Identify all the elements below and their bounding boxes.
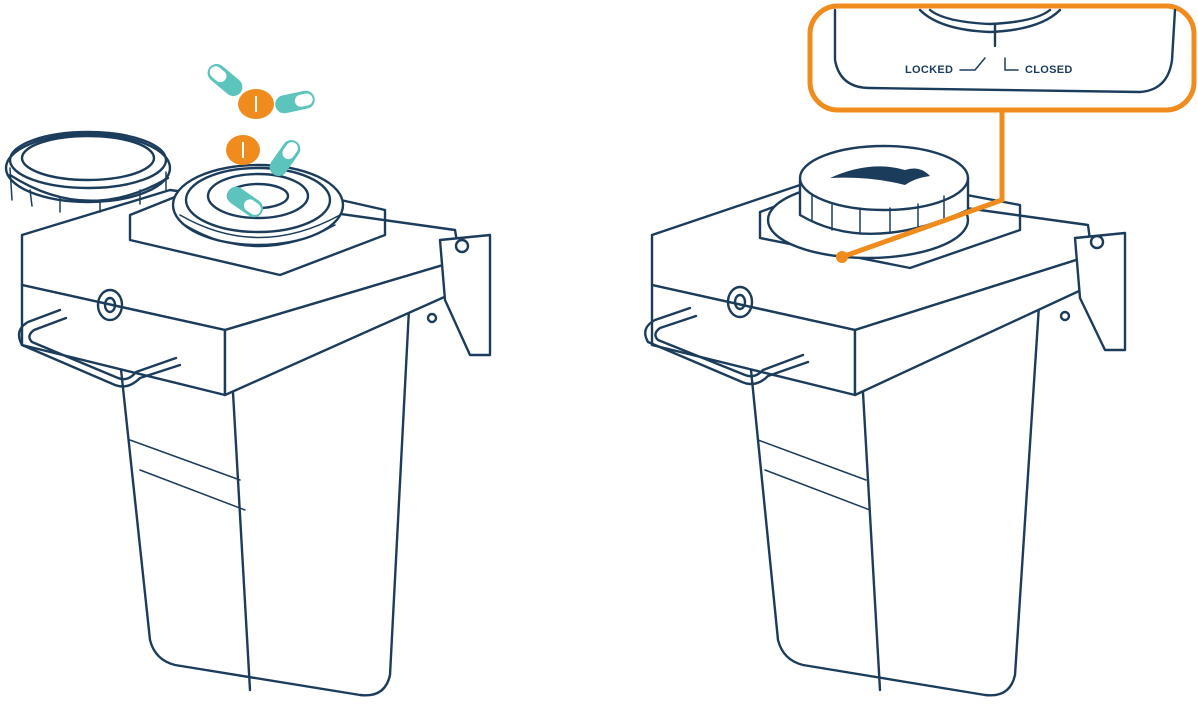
tablet-icon xyxy=(226,135,260,165)
capsule-icon xyxy=(204,60,246,100)
capsule-icon xyxy=(274,89,317,115)
closed-cap xyxy=(768,146,968,258)
open-disposal-bin xyxy=(6,60,490,695)
closed-disposal-bin xyxy=(645,110,1125,695)
lock-callout: LOCKED CLOSED xyxy=(810,6,1194,110)
tablet-icon xyxy=(238,89,274,119)
closed-label: CLOSED xyxy=(1025,64,1073,76)
locked-label: LOCKED xyxy=(905,64,953,76)
callout-anchor-dot xyxy=(836,251,848,263)
